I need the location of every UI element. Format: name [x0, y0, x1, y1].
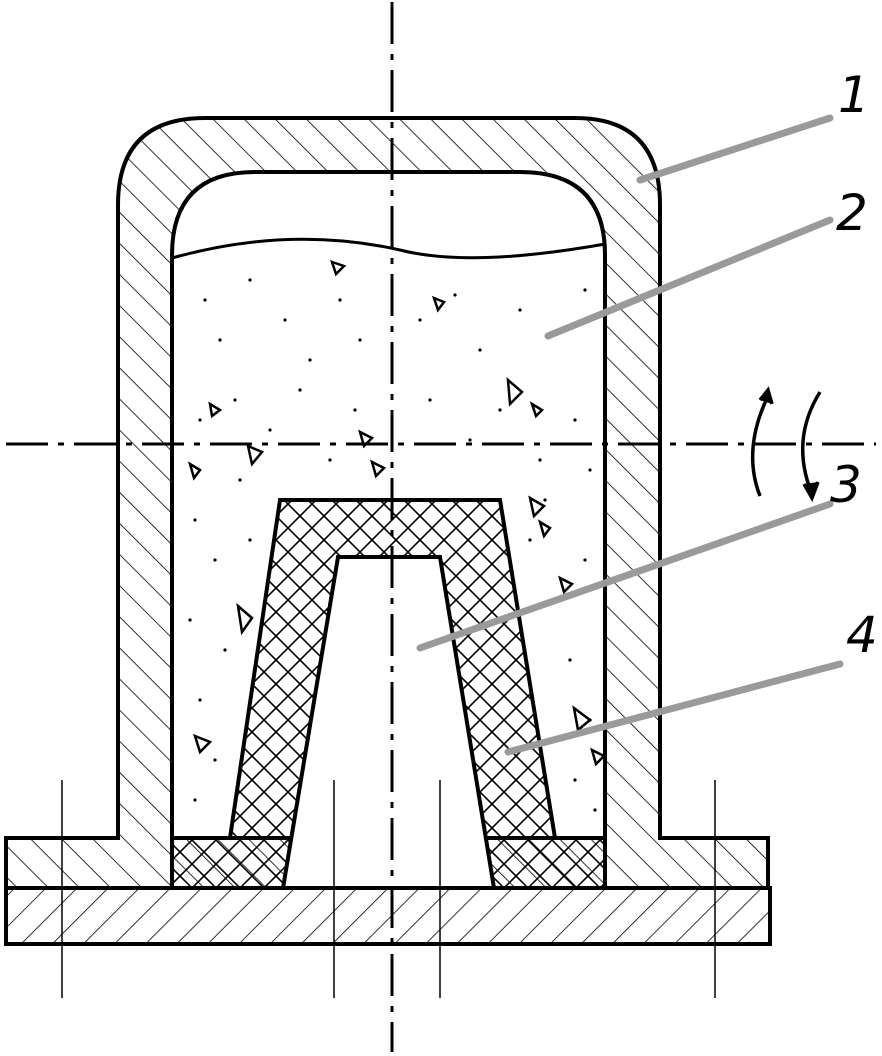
label-part-2: 2 — [836, 184, 868, 242]
extension-lines — [61, 780, 716, 998]
powder-fill — [171, 237, 606, 260]
label-part-4: 4 — [846, 606, 878, 664]
label-part-3: 3 — [830, 456, 862, 514]
base-plate — [4, 886, 772, 946]
label-part-1: 1 — [838, 66, 870, 124]
rotation-arrows-icon — [750, 386, 822, 503]
mold-shell — [4, 116, 770, 890]
leader-lines — [416, 114, 844, 756]
powder-grains — [187, 260, 607, 767]
